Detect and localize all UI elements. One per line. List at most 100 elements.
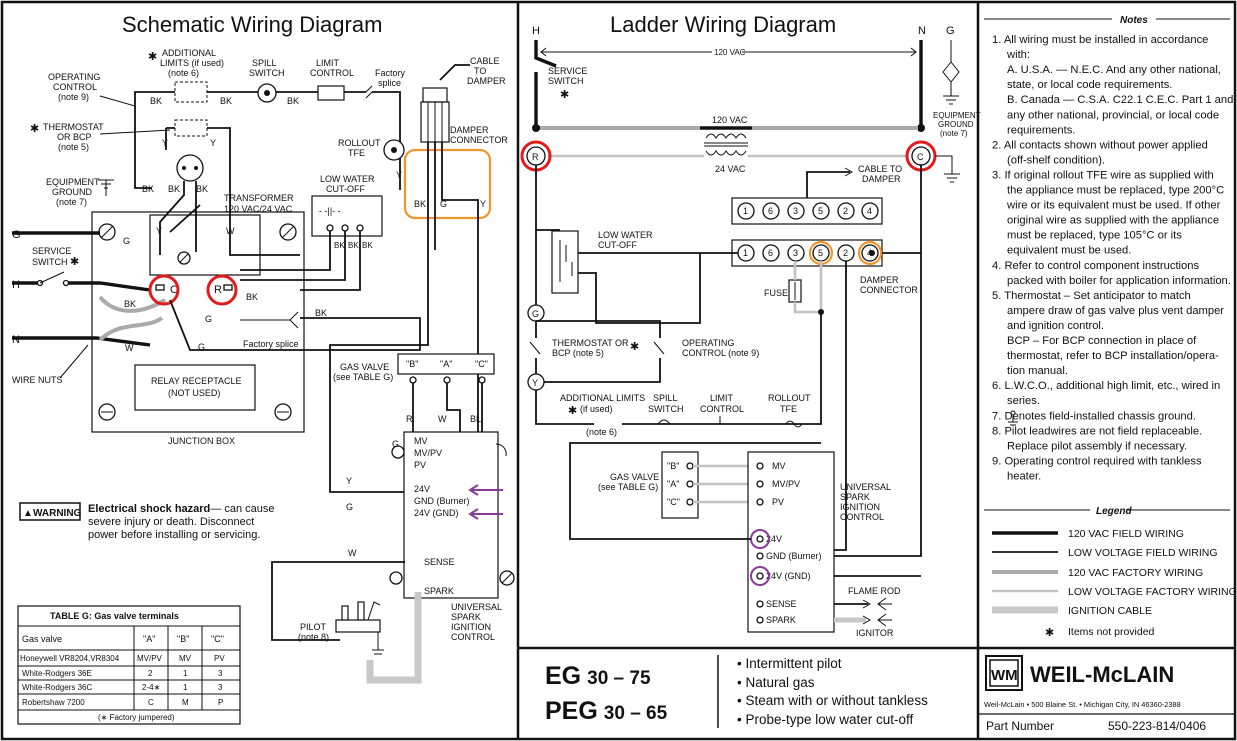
pin-label: 4 bbox=[867, 206, 872, 216]
rollout-tfe-label: ROLLOUT bbox=[338, 138, 381, 148]
lwco-wires bbox=[240, 231, 361, 291]
gas-term-c: "C" bbox=[475, 359, 488, 369]
bullet-1: • Intermittent pilot bbox=[737, 656, 842, 671]
limit-control bbox=[317, 85, 345, 101]
cable-to-damper-label-2: DAMPER bbox=[862, 174, 901, 184]
warning-triangle-icon: ▲ bbox=[23, 508, 33, 519]
transformer-coil-secondary bbox=[705, 150, 747, 156]
note-line: thermostat, refer to BCP installation/op… bbox=[1007, 350, 1219, 362]
additional-limits-label-2: LIMITS (if used) bbox=[160, 58, 224, 68]
factory-splice-label: Factory bbox=[375, 68, 406, 78]
table-cell: PV bbox=[214, 654, 225, 663]
gas-valve-label: GAS VALVE bbox=[610, 472, 659, 482]
flame-rod-label: FLAME ROD bbox=[848, 586, 901, 596]
module-tab bbox=[495, 443, 507, 457]
bullet-2: • Natural gas bbox=[737, 675, 815, 690]
table-cell: Robertshaw 7200 bbox=[22, 698, 85, 707]
lwco-bk-3: BK bbox=[362, 241, 373, 250]
terminal-r-label: R bbox=[214, 284, 222, 296]
table-header: "C" bbox=[211, 634, 224, 644]
operating-control-label-2: CONTROL bbox=[53, 82, 97, 92]
arrow-icon bbox=[844, 167, 854, 177]
operating-control-contact bbox=[653, 341, 665, 355]
damper-wires bbox=[427, 142, 479, 280]
note-line: 2. All contacts shown without power appl… bbox=[992, 139, 1208, 151]
factory-splice-lower bbox=[240, 311, 299, 329]
usic-24v-gnd: 24V (GND) bbox=[766, 571, 811, 581]
wire-label-h: H bbox=[12, 279, 20, 291]
ground-icon bbox=[98, 179, 114, 196]
usic-label: UNIVERSAL bbox=[840, 482, 891, 492]
transformer-bot-label: 24 VAC bbox=[715, 164, 746, 174]
bullet-3: • Steam with or without tankless bbox=[737, 693, 928, 708]
limit-control-symbol bbox=[713, 416, 727, 425]
gv-w-label: W bbox=[438, 414, 447, 424]
factory-wire-w bbox=[98, 316, 164, 342]
transformer-top-label: 120 VAC bbox=[712, 115, 748, 125]
table-cell: 1 bbox=[183, 683, 188, 692]
cable-to-damper-label-3: DAMPER bbox=[467, 76, 506, 86]
g-label-1: G bbox=[123, 236, 130, 246]
service-switch-label: SERVICE bbox=[32, 246, 71, 256]
table-cell: 1 bbox=[183, 669, 188, 678]
terminal-r-highlight bbox=[206, 274, 238, 306]
note-line: 1. All wiring must be installed in accor… bbox=[992, 34, 1208, 46]
usic-sense: SENSE bbox=[766, 599, 797, 609]
wire-label-g: G bbox=[12, 229, 21, 241]
note-line: equivalent must be used. bbox=[1007, 245, 1131, 257]
screw-icon bbox=[389, 571, 403, 585]
damper-bk-label: BK bbox=[414, 199, 426, 209]
legend-header: Legend bbox=[1096, 506, 1132, 517]
damper-connector-label-2: CONNECTOR bbox=[450, 135, 508, 145]
gv-r-label: R bbox=[406, 414, 413, 424]
factory-splice-icon bbox=[365, 85, 373, 99]
cable-to-damper bbox=[806, 171, 850, 198]
usic-label-3: IGNITION bbox=[451, 622, 491, 632]
spill-switch-label: SPILL bbox=[252, 58, 277, 68]
relay-receptacle bbox=[134, 364, 256, 411]
wire-label-bk: BK bbox=[124, 299, 136, 309]
thermostat-wire-bk bbox=[159, 204, 201, 255]
additional-limits-label-3: (note 6) bbox=[586, 427, 617, 437]
g-label-2: G bbox=[205, 314, 212, 324]
terminal-r-label: R bbox=[532, 152, 539, 162]
fuse-wire bbox=[793, 261, 823, 314]
note-line: Replace pilot assembly if necessary. bbox=[1007, 440, 1187, 452]
transformer-coil-primary bbox=[705, 133, 747, 139]
note-line: 7. Denotes field-installed chassis groun… bbox=[992, 410, 1196, 422]
thermostat-wire-y bbox=[159, 181, 185, 242]
lwco-contacts bbox=[559, 240, 573, 282]
g-label-5: G bbox=[392, 439, 399, 449]
junction-dot bbox=[532, 124, 540, 132]
legend-item: LOW VOLTAGE FIELD WIRING bbox=[1068, 547, 1218, 559]
bk-label-7: BK bbox=[246, 292, 258, 302]
lwco-label-2: CUT-OFF bbox=[598, 240, 637, 250]
screw-icon bbox=[98, 403, 116, 421]
equipment-ground-label-3: (note 7) bbox=[940, 129, 968, 138]
vac-top-label: 120 VAC bbox=[714, 48, 746, 57]
additional-limits-label-3: (note 6) bbox=[168, 68, 199, 78]
screw-icon bbox=[391, 445, 405, 459]
table-cell: P bbox=[218, 698, 223, 707]
note-line: series. bbox=[1007, 395, 1040, 407]
damper-plug bbox=[422, 87, 448, 103]
lwco-symbol: - -||- - bbox=[319, 206, 341, 216]
rollout-tfe-symbol bbox=[785, 420, 803, 428]
ignition-cable bbox=[366, 592, 422, 684]
wire-label-n: N bbox=[12, 334, 20, 346]
spill-switch-label-2: SWITCH bbox=[249, 68, 285, 78]
service-switch-label: SERVICE bbox=[548, 66, 587, 76]
damper-connector-label: DAMPER bbox=[450, 125, 489, 135]
rail-g-label: G bbox=[946, 25, 955, 37]
cable-to-damper-label: CABLE TO bbox=[858, 164, 902, 174]
service-switch bbox=[36, 271, 70, 287]
usic-label-3: IGNITION bbox=[840, 502, 880, 512]
w-label-sense: W bbox=[348, 548, 357, 558]
terminal-24v-gnd-highlight bbox=[750, 566, 770, 586]
thermostat-contact bbox=[529, 341, 541, 355]
table-cell: 3 bbox=[218, 669, 223, 678]
bk-label-6: BK bbox=[196, 184, 208, 194]
terminal-c bbox=[155, 284, 165, 291]
equipment-ground-label-2: GROUND bbox=[52, 187, 92, 197]
